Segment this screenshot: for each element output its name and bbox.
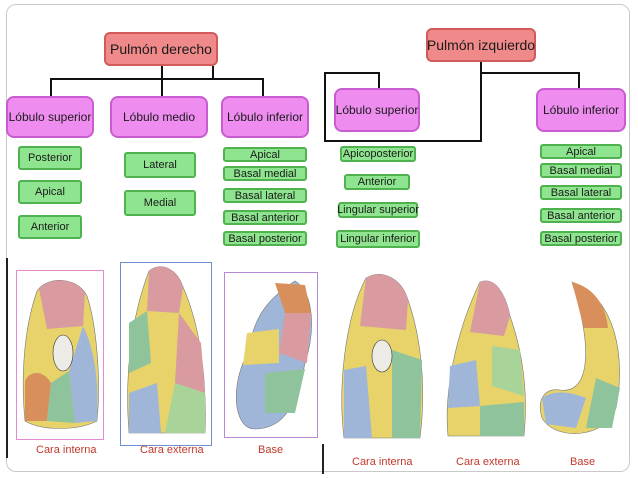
right-external-face-illustration	[127, 266, 206, 434]
connector-line	[378, 72, 380, 88]
connector-line	[262, 78, 264, 96]
right-inferior-lobe: Lóbulo inferior	[221, 96, 309, 138]
left-base-illustration	[540, 281, 620, 434]
right-base-panel	[224, 272, 318, 438]
view-caption: Base	[570, 456, 596, 468]
segment-box: Basal lateral	[223, 188, 307, 203]
segment-box: Basal medial	[540, 163, 622, 178]
left-lung-title: Pulmón izquierdo	[426, 28, 536, 62]
view-caption: Base	[258, 444, 284, 456]
view-caption: Cara interna	[36, 444, 97, 456]
connector-line	[324, 72, 326, 142]
right-base-illustration	[235, 280, 312, 430]
connector-line	[480, 72, 580, 74]
connector-line	[161, 66, 163, 78]
right-lung-title: Pulmón derecho	[104, 32, 218, 66]
view-caption: Cara interna	[352, 456, 413, 468]
right-external-face-panel	[120, 262, 212, 446]
segment-box: Posterior	[18, 146, 82, 170]
connector-line	[212, 66, 214, 78]
segment-box: Lateral	[124, 152, 196, 178]
segment-box: Apical	[540, 144, 622, 159]
segment-box: Anterior	[344, 174, 410, 190]
segment-box: Basal lateral	[540, 185, 622, 200]
right-internal-face-panel	[16, 270, 104, 440]
connector-line	[480, 62, 482, 74]
right-middle-lobe: Lóbulo medio	[110, 96, 208, 138]
connector-line	[578, 72, 580, 88]
connector-line	[161, 78, 163, 96]
slide-frame	[6, 4, 630, 472]
left-inferior-lobe: Lóbulo inferior	[536, 88, 626, 132]
segment-box: Basal posterior	[540, 231, 622, 246]
connector-line	[480, 72, 482, 142]
left-external-face-illustration	[446, 280, 526, 437]
connector-line	[324, 140, 480, 142]
right-internal-face-illustration	[22, 280, 99, 429]
segment-box: Basal medial	[223, 166, 307, 181]
segment-box: Basal posterior	[223, 231, 307, 246]
segment-box: Medial	[124, 190, 196, 216]
left-superior-lobe: Lóbulo superior	[334, 88, 420, 132]
left-border-line	[6, 258, 8, 458]
segment-box: Apical	[18, 180, 82, 204]
divider-line	[322, 444, 324, 474]
left-internal-face-illustration	[341, 274, 423, 439]
right-superior-lobe: Lóbulo superior	[6, 96, 94, 138]
view-caption: Cara externa	[140, 444, 204, 456]
segment-box: Lingular superior	[337, 202, 419, 218]
segment-box: Anterior	[18, 215, 82, 239]
connector-line	[50, 78, 52, 96]
view-caption: Cara externa	[456, 456, 520, 468]
connector-line	[50, 78, 264, 80]
segment-box: Basal anterior	[540, 208, 622, 223]
segment-box: Apicoposterior	[340, 146, 416, 162]
segment-box: Lingular inferior	[336, 230, 420, 248]
segment-box: Basal anterior	[223, 210, 307, 225]
segment-box: Apical	[223, 147, 307, 162]
connector-line	[324, 72, 380, 74]
